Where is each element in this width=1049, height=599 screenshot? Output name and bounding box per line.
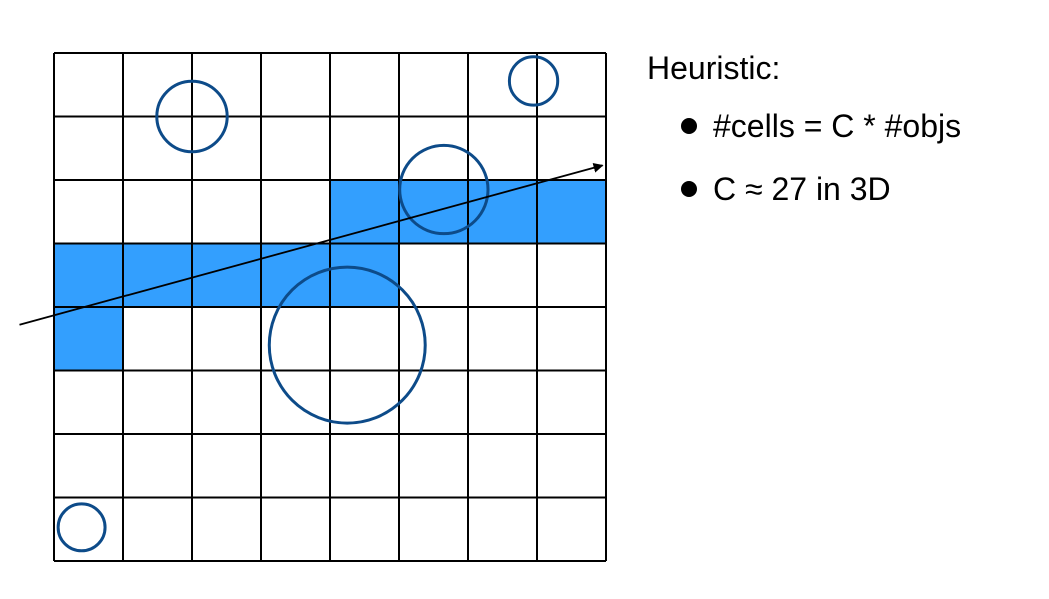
ray	[19, 162, 604, 326]
highlighted-cell	[537, 180, 606, 244]
scene-objects	[56, 55, 560, 553]
heuristic-list: #cells = C * #objs C ≈ 27 in 3D	[647, 106, 961, 209]
heuristic-bullet-text: C ≈ 27 in 3D	[713, 171, 891, 207]
ray-arrow	[19, 162, 604, 326]
bullet-dot-icon	[681, 118, 697, 134]
object-circle	[267, 265, 427, 425]
bullet-dot-icon	[681, 181, 697, 197]
highlighted-cell	[54, 307, 123, 371]
highlighted-cell	[123, 243, 192, 307]
object-circle	[155, 79, 229, 154]
heuristic-bullet-cells: #cells = C * #objs	[681, 106, 961, 146]
heuristic-heading: Heuristic:	[647, 50, 781, 86]
grid-lines	[53, 52, 607, 562]
heuristic-bullet-constant: C ≈ 27 in 3D	[681, 169, 961, 209]
highlighted-cell	[330, 243, 399, 307]
uniform-grid-diagram	[19, 52, 607, 562]
heuristic-bullet-text: #cells = C * #objs	[713, 108, 962, 144]
highlighted-cell	[261, 243, 330, 307]
highlighted-cell	[330, 180, 399, 244]
object-circle	[398, 143, 490, 236]
highlighted-cell	[54, 243, 123, 307]
object-circle	[507, 55, 560, 107]
heuristic-panel: Heuristic: #cells = C * #objs C ≈ 27 in …	[647, 48, 961, 232]
object-circle	[56, 502, 107, 553]
highlighted-cell	[468, 180, 537, 244]
grid-cells	[54, 180, 606, 371]
